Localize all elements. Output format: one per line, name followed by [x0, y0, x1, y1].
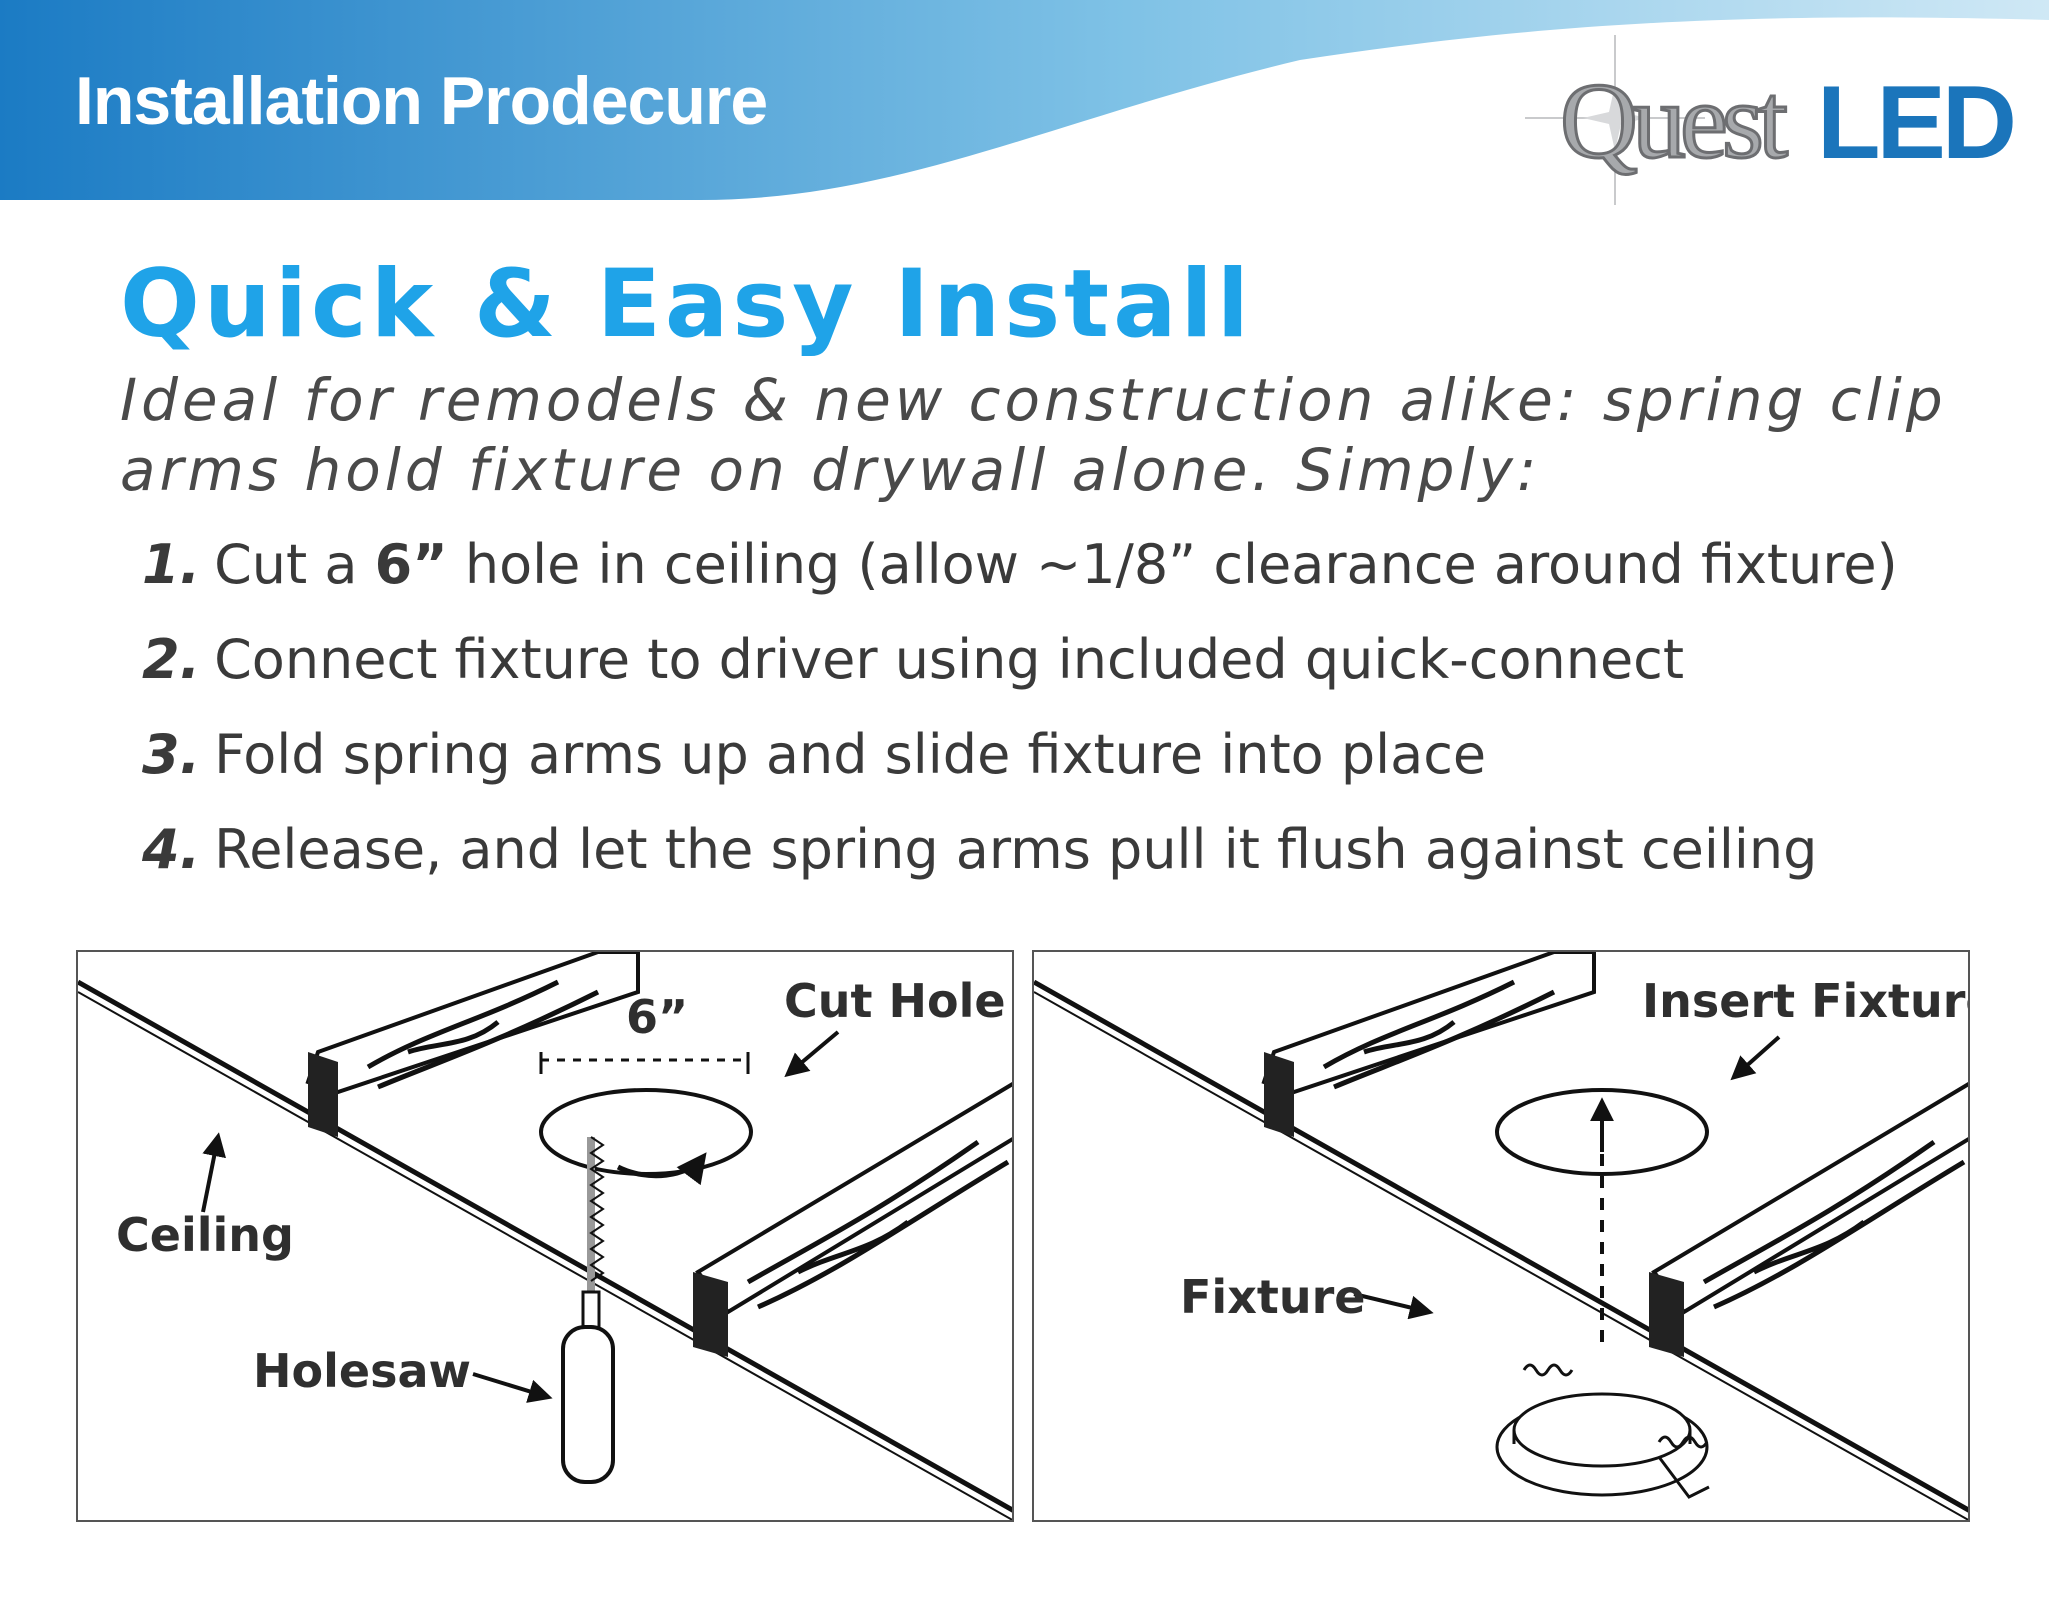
insert-fixture-illustration: Insert Fixture Fixture — [1032, 950, 1970, 1522]
header-banner: Installation Prodecure — [0, 0, 2049, 215]
wood-joist-1 — [1261, 952, 1596, 1137]
step-item: 2.Connect fixture to driver using includ… — [142, 625, 1898, 720]
logo-text-led: LED — [1817, 65, 2017, 181]
dimension-label: 6” — [626, 990, 689, 1044]
cut-hole-illustration: 6” Cut Hole Ceiling Holesaw — [76, 950, 1014, 1522]
step-text: hole in ceiling (allow ~1/8” clearance a… — [447, 533, 1898, 596]
header-title: Installation Prodecure — [75, 63, 768, 139]
intro-line-1: Ideal for remodels & new construction al… — [120, 366, 1947, 434]
logo-star-flare — [1525, 35, 1705, 205]
cut-hole-label: Cut Hole — [784, 974, 1006, 1028]
step-text: Release, and let the spring arms pull it… — [214, 818, 1818, 881]
wood-joist-1 — [305, 952, 640, 1137]
step-number: 2. — [142, 628, 201, 691]
wood-joist-2 — [1649, 1082, 1968, 1357]
insert-fixture-label: Insert Fixture — [1642, 974, 1970, 1028]
step-number: 3. — [142, 723, 201, 786]
install-steps-list: 1.Cut a 6” hole in ceiling (allow ~1/8” … — [142, 530, 1898, 910]
fixture-label: Fixture — [1180, 1270, 1366, 1324]
step-number: 4. — [142, 818, 201, 881]
ceiling-label: Ceiling — [116, 1208, 294, 1262]
step-text-pre: Cut a — [214, 533, 375, 596]
logo-text-quest: Quest — [1559, 61, 1790, 183]
step-text: Connect fixture to driver using included… — [214, 628, 1685, 691]
led-fixture — [1495, 1363, 1710, 1499]
step-text: Fold spring arms up and slide fixture in… — [214, 723, 1487, 786]
intro-line-2: arms hold fixture on drywall alone. Simp… — [120, 436, 1541, 504]
questled-logo: Quest LED — [1515, 30, 2017, 210]
step-number: 1. — [142, 533, 201, 596]
cut-hole-drawing — [78, 952, 1012, 1520]
step-text-bold: 6” — [374, 533, 448, 596]
step-item: 1.Cut a 6” hole in ceiling (allow ~1/8” … — [142, 530, 1898, 625]
holesaw-tool — [561, 1136, 615, 1484]
intro-text: Ideal for remodels & new construction al… — [120, 365, 1980, 505]
step-item: 3.Fold spring arms up and slide fixture … — [142, 720, 1898, 815]
wood-joist-2 — [693, 1082, 1012, 1357]
insert-fixture-drawing — [1034, 952, 1968, 1520]
header-wave-background — [0, 0, 2049, 200]
step-item: 4.Release, and let the spring arms pull … — [142, 815, 1898, 910]
holesaw-label: Holesaw — [253, 1344, 471, 1398]
page-headline: Quick & Easy Install — [120, 250, 1253, 359]
